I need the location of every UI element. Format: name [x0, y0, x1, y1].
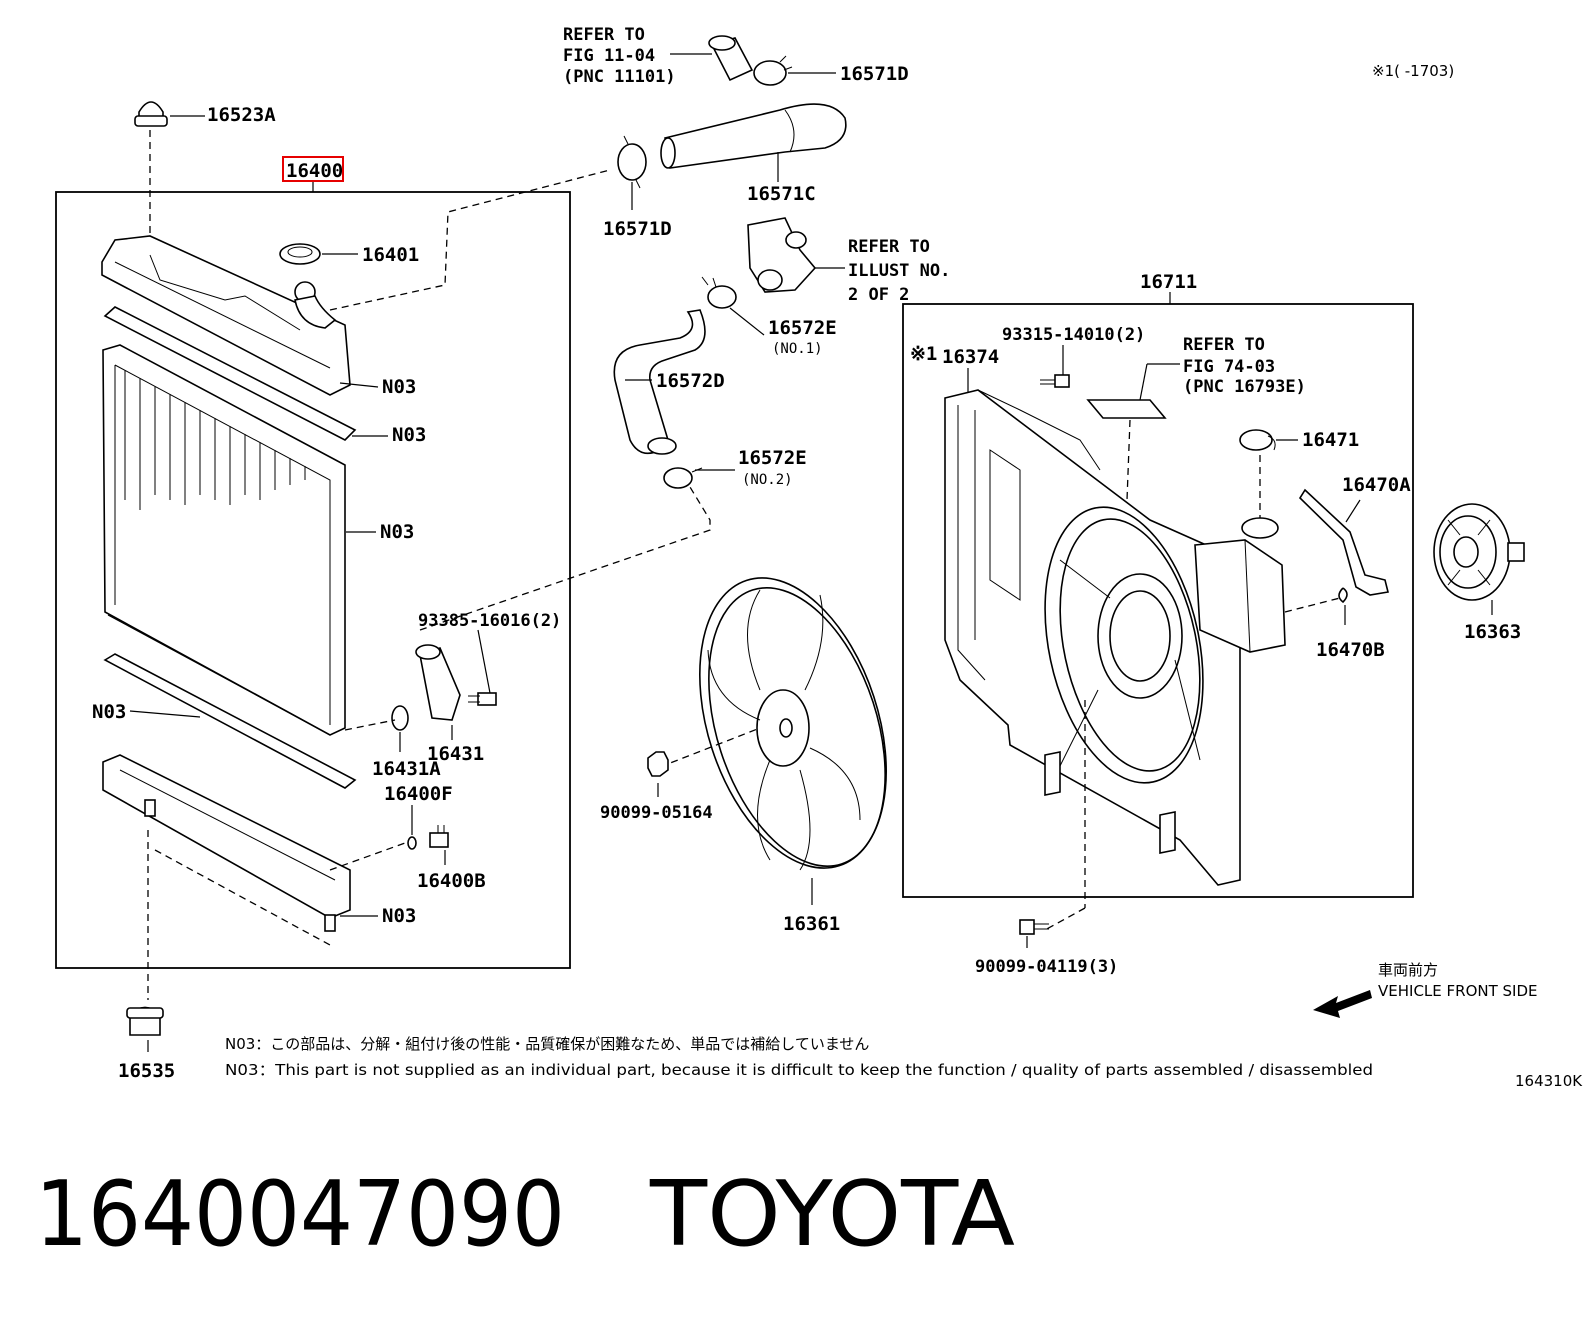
- ref-illust-2-line3: 2 OF 2: [848, 285, 909, 305]
- grommet-16535[interactable]: [126, 1006, 164, 1036]
- fan-16361[interactable]: [666, 554, 920, 892]
- cap-16523A[interactable]: [134, 101, 168, 127]
- fan-shroud-16374[interactable]: [944, 389, 1241, 886]
- label-16571D-top[interactable]: 16571D: [840, 63, 909, 85]
- caption-brand: TOYOTA: [649, 1162, 1015, 1267]
- hose-end-upper[interactable]: [708, 35, 754, 82]
- label-n03-lower-tank: N03: [382, 905, 416, 927]
- clamp-16572E-no2[interactable]: [663, 467, 703, 489]
- ref-fig-11-04-line1: REFER TO: [563, 25, 645, 45]
- fan-shroud-assembly-box: [902, 303, 1414, 898]
- label-n03-gasket-upper: N03: [392, 424, 426, 446]
- clamp-16571D-top[interactable]: [753, 55, 793, 86]
- gasket-lower: [103, 653, 357, 789]
- label-16400B[interactable]: 16400B: [417, 870, 486, 892]
- label-16572E-no2[interactable]: 16572E: [738, 447, 807, 469]
- label-16571C[interactable]: 16571C: [747, 183, 816, 205]
- drain-cock-16400B[interactable]: [429, 825, 449, 848]
- footnote-1703: ※1( -1703): [1372, 62, 1454, 80]
- water-inlet-housing[interactable]: [747, 217, 817, 293]
- ref-fig-74-03-line1: REFER TO: [1183, 335, 1265, 355]
- ref-fig-74-03-line2: FIG 74-03: [1183, 357, 1275, 377]
- bolt-93385-16016[interactable]: [468, 692, 497, 706]
- label-16431A[interactable]: 16431A: [372, 758, 441, 780]
- clip-16470B[interactable]: [1338, 587, 1348, 604]
- label-16571D-mid[interactable]: 16571D: [603, 218, 672, 240]
- bolt-93315-14010[interactable]: [1040, 374, 1070, 388]
- label-16400[interactable]: 16400: [286, 160, 343, 182]
- label-16361[interactable]: 16361: [783, 913, 840, 935]
- label-16470B[interactable]: 16470B: [1316, 639, 1385, 661]
- label-16523A[interactable]: 16523A: [207, 104, 276, 126]
- label-16572E-no1[interactable]: 16572E: [768, 317, 837, 339]
- upper-hose-16571C[interactable]: [660, 103, 847, 169]
- label-16535[interactable]: 16535: [118, 1060, 175, 1082]
- upper-tank[interactable]: [101, 235, 351, 396]
- label-16374[interactable]: 16374: [942, 346, 999, 368]
- reservoir-cap-16471[interactable]: [1239, 429, 1276, 451]
- label-n03-upper-tank: N03: [382, 376, 416, 398]
- radiator-cap-16401[interactable]: [279, 243, 321, 265]
- label-93385-16016[interactable]: 93385-16016(2): [418, 611, 561, 631]
- reservoir-hose-16470A[interactable]: [1298, 488, 1389, 596]
- lower-hose-16572D[interactable]: [613, 309, 706, 455]
- label-90099-04119[interactable]: 90099-04119(3): [975, 957, 1118, 977]
- clamp-16571D-mid[interactable]: [617, 135, 647, 189]
- lower-tank[interactable]: [102, 754, 351, 932]
- label-16572D[interactable]: 16572D: [656, 370, 725, 392]
- label-16401[interactable]: 16401: [362, 244, 419, 266]
- clamp-16572E-no1[interactable]: [701, 276, 737, 309]
- note-english: N03：This part is not supplied as an indi…: [225, 1061, 1373, 1079]
- reservoir-tank[interactable]: [1194, 517, 1286, 653]
- ref-illust-2-line2: ILLUST NO.: [848, 261, 950, 281]
- ref-fig-11-04-line3: (PNC 11101): [563, 67, 676, 87]
- label-16572E-no2-sub: (NO.2): [742, 472, 793, 488]
- caption-part-number: 1640047090: [35, 1162, 565, 1267]
- ref-fig-74-03-line3: (PNC 16793E): [1183, 377, 1306, 397]
- label-16711[interactable]: 16711: [1140, 271, 1197, 293]
- bolt-90099-04119[interactable]: [1019, 919, 1049, 935]
- label-16572E-no1-sub: (NO.1): [772, 341, 823, 357]
- outlet-pipe-16431[interactable]: [415, 644, 461, 721]
- label-16374-mark: ※1: [910, 343, 937, 365]
- oring-16400F[interactable]: [407, 836, 417, 850]
- vehicle-front-jp: 車両前方: [1378, 961, 1438, 979]
- label-90099-05164[interactable]: 90099-05164: [600, 803, 713, 823]
- label-16400F[interactable]: 16400F: [384, 783, 453, 805]
- fan-motor-16363[interactable]: [1433, 503, 1525, 601]
- vehicle-front-en: VEHICLE FRONT SIDE: [1378, 982, 1538, 1000]
- ref-fig-11-04-line2: FIG 11-04: [563, 46, 655, 66]
- label-16471[interactable]: 16471: [1302, 429, 1359, 451]
- label-93315-14010[interactable]: 93315-14010(2): [1002, 325, 1145, 345]
- label-n03-core: N03: [380, 521, 414, 543]
- front-arrow-icon: [1313, 990, 1372, 1018]
- highlight-16400: [282, 156, 344, 182]
- diagram-id: 164310K: [1515, 1072, 1583, 1090]
- nut-90099-05164[interactable]: [647, 751, 669, 777]
- oring-16431A[interactable]: [391, 705, 409, 731]
- label-n03-gasket-lower: N03: [92, 701, 126, 723]
- radiator-core[interactable]: [102, 344, 346, 736]
- label-16363[interactable]: 16363: [1464, 621, 1521, 643]
- label-plate: [1086, 399, 1167, 419]
- note-japanese: N03：この部品は、分解・組付け後の性能・品質確保が困難なため、単品では補給して…: [225, 1035, 869, 1053]
- label-16431[interactable]: 16431: [427, 743, 484, 765]
- ref-illust-2-line1: REFER TO: [848, 237, 930, 257]
- label-16470A[interactable]: 16470A: [1342, 474, 1411, 496]
- gasket-upper: [103, 306, 357, 441]
